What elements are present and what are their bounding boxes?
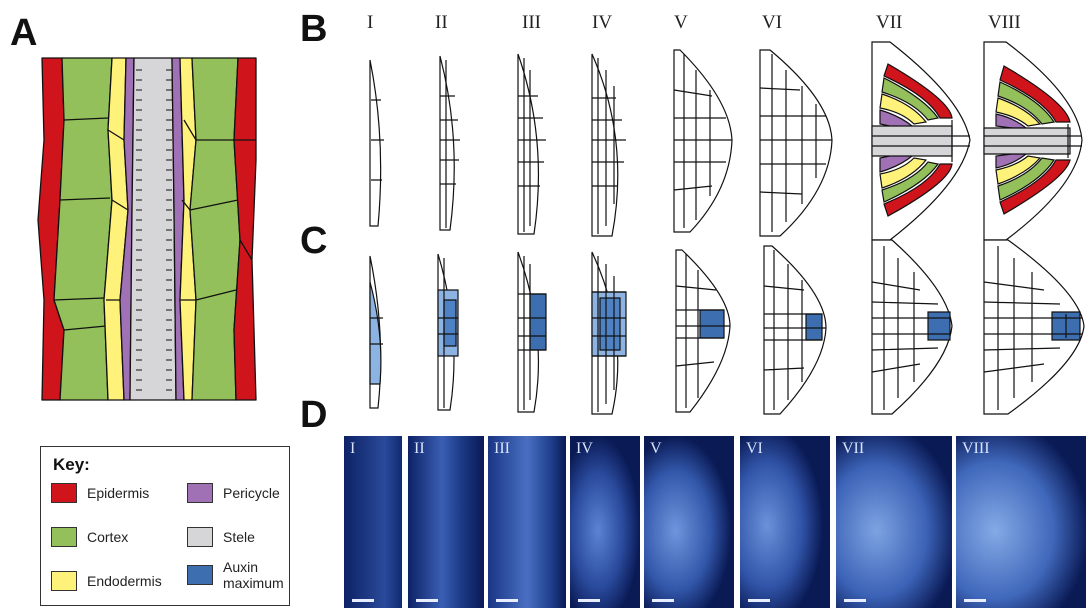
auxin-c-6 [806, 314, 822, 340]
stele-swatch [187, 527, 213, 547]
micrograph-1: I [344, 436, 402, 608]
key-legend: Key: Epidermis Pericycle Cortex Stele En… [40, 446, 290, 606]
micrograph-7: VII [836, 436, 952, 608]
micrograph-label-4: IV [576, 440, 593, 458]
key-item-epidermis: Epidermis [51, 483, 149, 503]
stage-label-5: V [674, 12, 688, 33]
endodermis-swatch [51, 571, 77, 591]
panel-b-drawings [370, 42, 1082, 240]
stage-labels: I II III IV V VI VII VIII [367, 12, 1021, 33]
key-label-pericycle: Pericycle [223, 485, 280, 501]
micrograph-label-6: VI [746, 440, 763, 458]
key-item-endodermis: Endodermis [51, 571, 162, 591]
cortex-right [190, 58, 240, 400]
stage-label-4: IV [592, 12, 612, 33]
key-label-stele: Stele [223, 529, 255, 545]
primordium-b-2 [440, 56, 454, 230]
stele [130, 58, 176, 400]
primordium-b-7 [872, 42, 970, 240]
key-item-auxin: Auxin maximum [187, 559, 293, 591]
stage-label-7: VII [876, 12, 902, 33]
micrograph-5: V [644, 436, 734, 608]
primordium-b-5 [674, 50, 732, 232]
micrograph-label-3: III [494, 440, 510, 458]
scale-bar [416, 599, 438, 602]
key-label-auxin: Auxin maximum [223, 559, 293, 591]
epidermis-swatch [51, 483, 77, 503]
micrograph-2: II [408, 436, 484, 608]
primordium-b-8 [984, 42, 1082, 240]
primordium-b-6 [760, 50, 832, 236]
key-label-epidermis: Epidermis [87, 485, 149, 501]
scale-bar [578, 599, 600, 602]
key-item-cortex: Cortex [51, 527, 128, 547]
micrograph-label-2: II [414, 440, 425, 458]
key-label-endodermis: Endodermis [87, 573, 162, 589]
stage-label-8: VIII [988, 12, 1021, 33]
pericycle-swatch [187, 483, 213, 503]
key-item-stele: Stele [187, 527, 255, 547]
key-item-pericycle: Pericycle [187, 483, 280, 503]
scale-bar [352, 599, 374, 602]
micrograph-label-8: VIII [962, 440, 990, 458]
auxin-maximum-swatch [187, 565, 213, 585]
scale-bar [844, 599, 866, 602]
scale-bar [964, 599, 986, 602]
scale-bar [496, 599, 518, 602]
auxin-c-3 [530, 294, 546, 350]
stage-label-1: I [367, 12, 373, 33]
panel-c-drawings [370, 240, 1084, 414]
micrograph-label-1: I [350, 440, 355, 458]
key-title: Key: [53, 455, 90, 475]
key-label-cortex: Cortex [87, 529, 128, 545]
micrograph-8: VIII [956, 436, 1086, 608]
panel-a-drawing [38, 58, 256, 400]
micrograph-3: III [488, 436, 566, 608]
stage-label-2: II [435, 12, 448, 33]
micrograph-label-7: VII [842, 440, 864, 458]
micrograph-label-5: V [650, 440, 662, 458]
micrograph-4: IV [570, 436, 640, 608]
auxin-c-5 [700, 310, 724, 338]
stage-label-3: III [522, 12, 541, 33]
primordium-b-1 [370, 60, 381, 226]
scale-bar [748, 599, 770, 602]
cortex-swatch [51, 527, 77, 547]
stage-label-6: VI [762, 12, 782, 33]
primordium-b-3 [518, 54, 538, 234]
micrograph-6: VI [740, 436, 830, 608]
auxin-c-7 [928, 312, 950, 340]
scale-bar [652, 599, 674, 602]
